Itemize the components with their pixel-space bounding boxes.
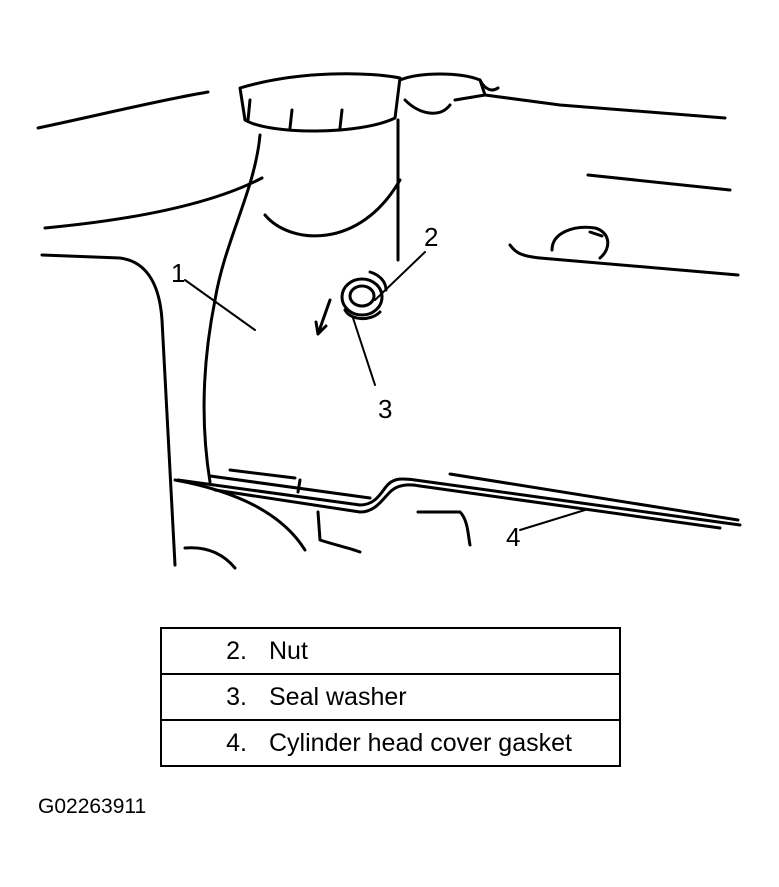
leader-2 (374, 251, 426, 301)
legend-number: 4. (226, 728, 247, 757)
outer-fender-line (36, 90, 210, 130)
cover-ridge-1 (586, 173, 732, 192)
lower-left-curve (173, 478, 307, 552)
upper-housing-edge (43, 176, 264, 230)
cover-top-edge (398, 72, 727, 120)
callout-1: 1 (171, 258, 186, 288)
callout-2: 2 (424, 222, 439, 252)
legend-row: 2. Nut (162, 629, 619, 675)
filler-neck-curve (263, 178, 402, 238)
legend-label: Seal washer (269, 682, 407, 711)
callout-3: 3 (378, 394, 393, 424)
nut-and-seal-washer (340, 270, 388, 320)
legend-number: 3. (226, 682, 247, 711)
leader-3 (352, 317, 376, 386)
legend-label: Nut (269, 636, 308, 665)
gasket-lower-line (176, 477, 742, 527)
legend-row: 4. Cylinder head cover gasket (162, 721, 619, 765)
legend-row: 3. Seal washer (162, 675, 619, 721)
cylinder-head-cover-illustration (36, 72, 742, 570)
cover-ridge-2 (508, 243, 740, 277)
figure-id: G02263911 (38, 795, 147, 818)
filler-neck (238, 72, 402, 133)
left-frame-outline (40, 253, 177, 567)
leader-1 (184, 279, 256, 331)
leader-4 (519, 509, 586, 531)
callout-4: 4 (506, 522, 521, 552)
legend-label: Cylinder head cover gasket (269, 728, 572, 757)
cover-left-edge (202, 133, 262, 484)
legend-number: 2. (226, 636, 247, 665)
cover-boss (550, 225, 610, 260)
small-arrow (314, 298, 332, 336)
legend-table: 2. Nut 3. Seal washer 4. Cylinder head c… (160, 627, 621, 767)
